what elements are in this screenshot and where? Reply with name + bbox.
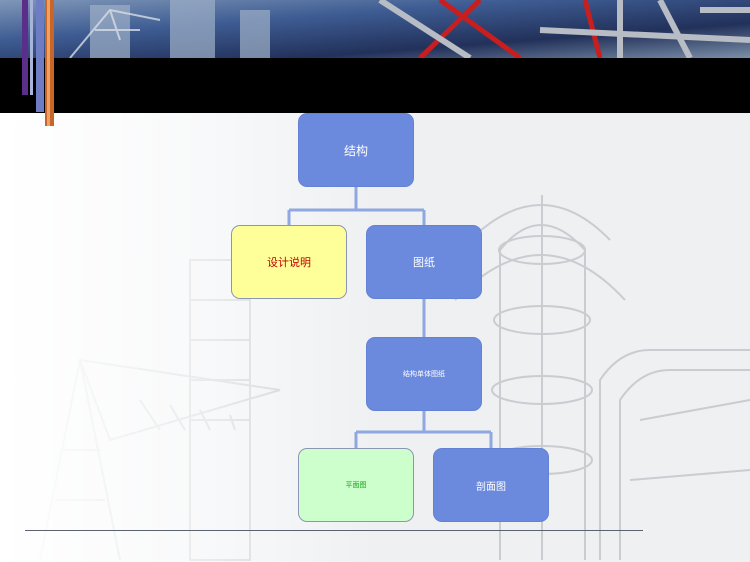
header-photo-banner: [0, 0, 750, 58]
node-plan-label: 平面图: [345, 481, 367, 489]
node-section[interactable]: 剖面图: [433, 448, 549, 522]
node-drawings-label: 图纸: [413, 256, 435, 269]
node-unit-drawings-label: 结构单体图纸: [403, 370, 445, 378]
node-design-notes-label: 设计说明: [267, 256, 311, 269]
header-black-bar: [0, 58, 750, 113]
decorative-vertical-bars: [22, 0, 54, 126]
node-design-notes[interactable]: 设计说明: [231, 225, 347, 299]
node-unit-drawings[interactable]: 结构单体图纸: [366, 337, 482, 411]
footer-divider: [25, 530, 643, 531]
node-structure[interactable]: 结构: [298, 113, 414, 187]
node-drawings[interactable]: 图纸: [366, 225, 482, 299]
node-section-label: 剖面图: [476, 481, 506, 493]
node-structure-label: 结构: [343, 143, 368, 158]
node-plan[interactable]: 平面图: [298, 448, 414, 522]
